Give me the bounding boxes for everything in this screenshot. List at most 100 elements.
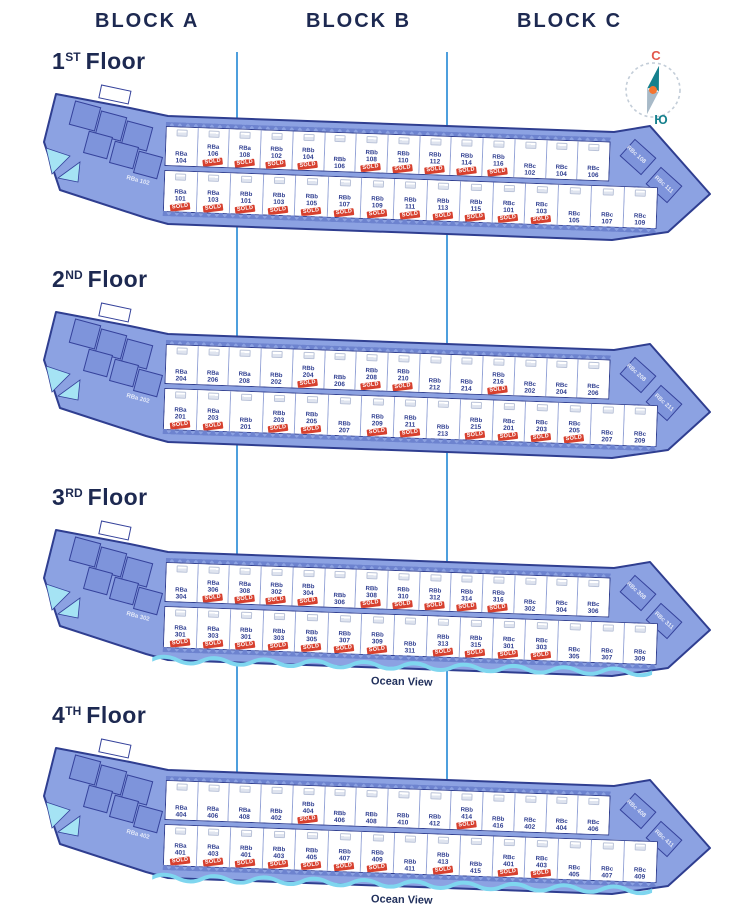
unit-cell[interactable]: RBa 108 SOLD (228, 129, 262, 169)
unit-cell[interactable]: RBa 208 (228, 347, 262, 387)
unit-cell[interactable]: RBc 301 SOLD (492, 618, 527, 660)
unit-cell[interactable]: RBb 404 SOLD (292, 785, 326, 825)
unit-cell[interactable]: RBb 215 SOLD (459, 399, 494, 441)
unit-cell[interactable]: RBc 305 (557, 620, 593, 662)
unit-cell[interactable]: RBb 113 SOLD (426, 180, 461, 222)
unit-cell[interactable]: RBb 402 (260, 784, 294, 824)
unit-cell[interactable]: RBc 309 (623, 623, 657, 665)
unit-cell[interactable]: RBb 306 (323, 568, 358, 608)
unit-cell[interactable]: RBb 115 SOLD (459, 181, 494, 223)
unit-cell[interactable]: RBb 108 SOLD (355, 133, 389, 173)
unit-cell[interactable]: RBc 402 (514, 793, 548, 833)
unit-cell[interactable]: RBb 308 SOLD (355, 569, 389, 609)
unit-cell[interactable]: RBc 306 (577, 577, 610, 617)
unit-cell[interactable]: RBc 302 (514, 575, 548, 615)
unit-cell[interactable]: RBc 403 SOLD (525, 837, 560, 879)
unit-cell[interactable]: RBc 109 (623, 187, 657, 229)
unit-cell[interactable]: RBb 314 SOLD (450, 572, 484, 613)
unit-cell[interactable]: RBc 104 (545, 140, 579, 180)
unit-cell[interactable]: RBb 110 SOLD (387, 134, 421, 174)
unit-cell[interactable]: RBa 204 (165, 345, 199, 385)
unit-cell[interactable]: RBb 311 (393, 615, 429, 657)
unit-cell[interactable]: RBb 302 SOLD (260, 566, 294, 606)
unit-cell[interactable]: RBa 401 SOLD (163, 825, 199, 867)
unit-cell[interactable]: RBb 301 SOLD (229, 609, 264, 651)
unit-cell[interactable]: RBc 203 SOLD (525, 401, 560, 443)
unit-cell[interactable]: RBb 216 SOLD (482, 356, 516, 396)
unit-cell[interactable]: RBb 111 SOLD (393, 179, 429, 221)
unit-cell[interactable]: RBb 410 (387, 788, 421, 828)
unit-cell[interactable]: RBa 106 SOLD (197, 128, 231, 168)
unit-cell[interactable]: RBa 408 (228, 783, 262, 823)
unit-cell[interactable]: RBb 305 SOLD (295, 611, 330, 653)
unit-cell[interactable]: RBb 304 SOLD (292, 567, 326, 607)
unit-cell[interactable]: RBb 416 (482, 792, 516, 832)
unit-cell[interactable]: RBb 412 (419, 789, 453, 829)
unit-cell[interactable]: RBb 206 (323, 350, 358, 390)
unit-cell[interactable]: RBa 403 SOLD (196, 826, 231, 868)
unit-cell[interactable]: RBa 301 SOLD (163, 607, 199, 649)
unit-cell[interactable]: RBb 316 SOLD (482, 574, 516, 614)
unit-cell[interactable]: RBb 210 SOLD (387, 352, 421, 392)
unit-cell[interactable]: RBb 413 SOLD (426, 834, 461, 876)
unit-cell[interactable]: RBc 409 (623, 841, 657, 883)
unit-cell[interactable]: RBa 206 (197, 346, 231, 386)
unit-cell[interactable]: RBa 304 (165, 563, 199, 603)
unit-cell[interactable]: RBc 405 (557, 838, 593, 880)
unit-cell[interactable]: RBb 403 SOLD (262, 828, 297, 870)
unit-cell[interactable]: RBb 213 (426, 398, 461, 440)
unit-cell[interactable]: RBb 208 SOLD (355, 351, 389, 391)
unit-cell[interactable]: RBa 104 (165, 127, 199, 167)
unit-cell[interactable]: RBa 308 SOLD (228, 565, 262, 605)
unit-cell[interactable]: RBa 201 SOLD (163, 389, 199, 431)
unit-cell[interactable]: RBb 116 SOLD (482, 138, 516, 178)
unit-cell[interactable]: RBb 408 (355, 787, 389, 827)
unit-cell[interactable]: RBb 104 SOLD (292, 131, 326, 171)
unit-cell[interactable]: RBb 201 (229, 391, 264, 433)
unit-cell[interactable]: RBc 304 (545, 576, 579, 616)
unit-cell[interactable]: RBb 204 SOLD (292, 349, 326, 389)
unit-cell[interactable]: RBc 401 SOLD (492, 836, 527, 878)
unit-cell[interactable]: RBc 105 (557, 184, 593, 226)
unit-cell[interactable]: RBb 114 SOLD (450, 136, 484, 177)
unit-cell[interactable]: RBc 101 SOLD (492, 182, 527, 224)
unit-cell[interactable]: RBc 103 SOLD (525, 183, 560, 225)
unit-cell[interactable]: RBb 105 SOLD (295, 175, 330, 217)
unit-cell[interactable]: RBb 315 SOLD (459, 617, 494, 659)
unit-cell[interactable]: RBc 102 (514, 139, 548, 179)
unit-cell[interactable]: RBc 404 (545, 794, 579, 834)
unit-cell[interactable]: RBb 307 SOLD (328, 612, 363, 654)
unit-cell[interactable]: RBb 211 SOLD (393, 397, 429, 439)
unit-cell[interactable]: RBc 209 (623, 405, 657, 447)
unit-cell[interactable]: RBc 107 (590, 185, 626, 228)
unit-cell[interactable]: RBc 406 (577, 795, 610, 835)
unit-cell[interactable]: RBb 107 SOLD (328, 176, 363, 218)
unit-cell[interactable]: RBc 206 (577, 359, 610, 399)
unit-cell[interactable]: RBb 414 SOLD (450, 790, 484, 831)
unit-cell[interactable]: RBc 303 SOLD (525, 619, 560, 661)
unit-cell[interactable]: RBc 307 (590, 621, 626, 664)
unit-cell[interactable]: RBb 411 (393, 833, 429, 875)
unit-cell[interactable]: RBc 205 SOLD (557, 402, 593, 444)
unit-cell[interactable]: RBb 106 (323, 132, 358, 172)
unit-cell[interactable]: RBb 202 (260, 348, 294, 388)
unit-cell[interactable]: RBb 312 SOLD (419, 571, 453, 611)
unit-cell[interactable]: RBb 207 (328, 394, 363, 436)
unit-cell[interactable]: RBb 209 SOLD (360, 395, 396, 438)
unit-cell[interactable]: RBb 415 (459, 835, 494, 877)
unit-cell[interactable]: RBa 404 (165, 781, 199, 821)
unit-cell[interactable]: RBb 313 SOLD (426, 616, 461, 658)
unit-cell[interactable]: RBb 203 SOLD (262, 392, 297, 434)
unit-cell[interactable]: RBb 101 SOLD (229, 173, 264, 215)
unit-cell[interactable]: RBb 406 (323, 786, 358, 826)
unit-cell[interactable]: RBc 201 SOLD (492, 400, 527, 442)
unit-cell[interactable]: RBb 407 SOLD (328, 830, 363, 872)
unit-cell[interactable]: RBb 103 SOLD (262, 174, 297, 216)
unit-cell[interactable]: RBb 212 (419, 353, 453, 393)
unit-cell[interactable]: RBc 106 (577, 141, 610, 181)
unit-cell[interactable]: RBb 112 SOLD (419, 135, 453, 175)
unit-cell[interactable]: RBc 407 (590, 839, 626, 882)
unit-cell[interactable]: RBa 303 SOLD (196, 608, 231, 650)
unit-cell[interactable]: RBb 401 SOLD (229, 827, 264, 869)
unit-cell[interactable]: RBa 101 SOLD (163, 171, 199, 213)
